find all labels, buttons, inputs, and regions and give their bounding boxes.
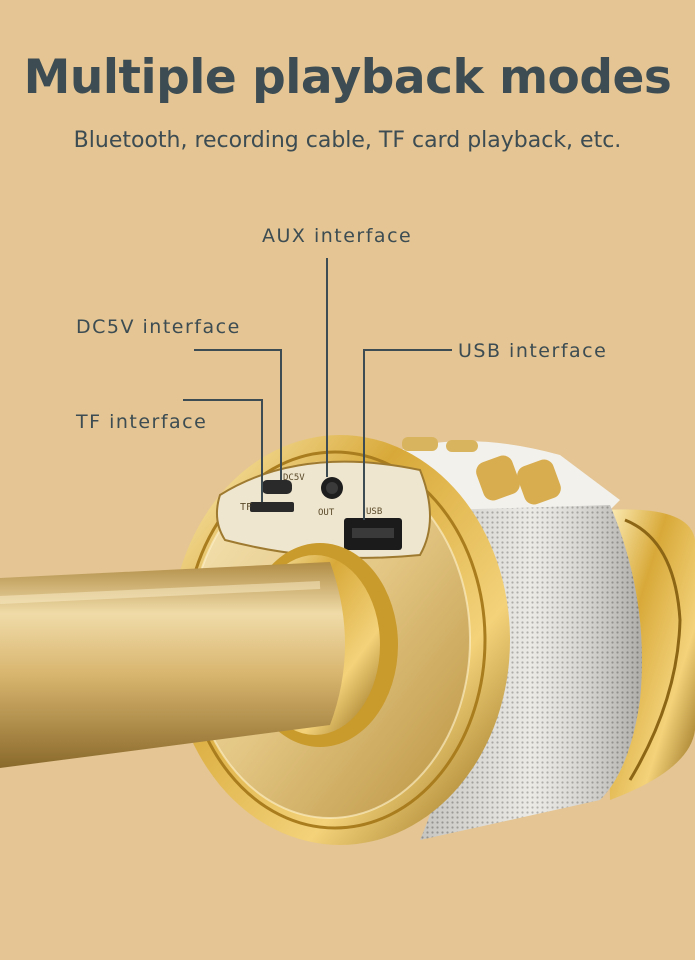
tf-slot: [250, 502, 294, 512]
mic-handle: [0, 562, 345, 768]
top-button-right: [446, 440, 478, 452]
dc5v-callout-line: [194, 349, 282, 480]
svg-text:USB: USB: [366, 507, 382, 517]
dc5v-interface-label: DC5V interface: [76, 316, 241, 338]
svg-text:TF: TF: [240, 502, 252, 513]
dc5v-port: [262, 480, 292, 494]
callout-lines: [183, 258, 452, 520]
tf-callout-line: [183, 399, 263, 502]
aux-interface-label: AUX interface: [262, 225, 413, 247]
side-button-1: [476, 455, 520, 501]
side-button-2: [517, 459, 561, 505]
page-subtitle: Bluetooth, recording cable, TF card play…: [73, 128, 622, 153]
svg-text:DC5V: DC5V: [283, 473, 305, 483]
page-title: Multiple playback modes: [23, 50, 672, 105]
tf-interface-label: TF interface: [76, 411, 208, 433]
usb-interface-label: USB interface: [458, 340, 608, 362]
usb-callout-line: [363, 349, 452, 520]
top-button-left: [402, 437, 438, 451]
svg-text:OUT: OUT: [318, 508, 335, 518]
